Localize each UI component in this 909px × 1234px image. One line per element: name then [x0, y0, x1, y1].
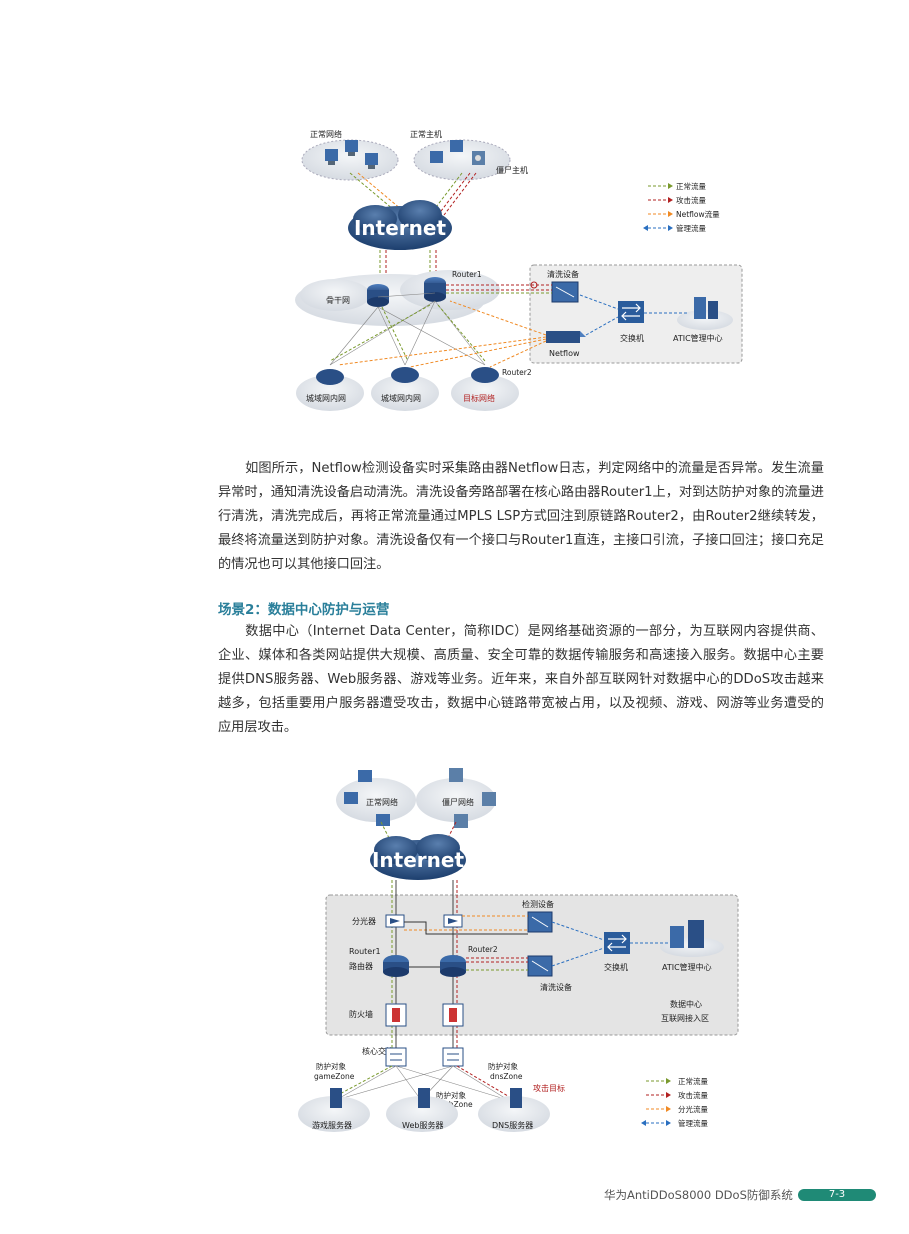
label-metro1: 城域网内网	[306, 393, 346, 403]
pc-icon	[450, 140, 463, 152]
section-title-scenario2: 场景2：数据中心防护与运营	[218, 602, 390, 618]
firewall-icon	[385, 1003, 407, 1027]
label-switch: 交换机	[620, 333, 644, 343]
label-normal-host: 正常主机	[410, 129, 442, 139]
splitter-icon	[443, 914, 463, 928]
metro-cloud-1	[296, 369, 364, 411]
dns-server-cloud	[478, 1088, 550, 1132]
label-protect-dns-2: dnsZone	[490, 1072, 523, 1081]
svg-text:管理流量: 管理流量	[676, 223, 706, 233]
router-icon	[367, 284, 389, 307]
internet-label: Internet	[354, 216, 446, 240]
label-core-switch: 核心交换机	[362, 1046, 402, 1056]
footer-product: 华为AntiDDoS8000 DDoS防御系统	[604, 1188, 793, 1202]
cloud-normal-host	[413, 139, 511, 181]
label-protect-game-1: 防护对象	[316, 1061, 346, 1071]
label-normal-network: 正常网络	[310, 129, 342, 139]
label-router1: Router1	[349, 947, 381, 956]
label-router1: Router1	[452, 270, 482, 279]
paragraph-idc: 数据中心（Internet Data Center，简称IDC）是网络基础资源的…	[218, 624, 824, 735]
label-dc-line1: 数据中心	[670, 999, 702, 1009]
label-router2: Router2	[502, 368, 532, 377]
label-firewall: 防火墙	[349, 1009, 373, 1019]
label-attack-target: 攻击目标	[533, 1083, 565, 1093]
page-number-badge: 7-3	[798, 1189, 876, 1201]
pc-icon	[325, 149, 338, 165]
label-dns-server: DNS服务器	[492, 1120, 533, 1130]
svg-text:正常流量: 正常流量	[678, 1076, 708, 1086]
label-switch: 交换机	[604, 962, 628, 972]
svg-text:攻击流量: 攻击流量	[676, 195, 706, 205]
server-icon	[660, 920, 724, 957]
detect-device-icon	[527, 911, 553, 933]
switch-icon	[618, 301, 644, 323]
switch-icon	[604, 932, 630, 954]
label-atic: ATIC管理中心	[673, 333, 723, 343]
backbone-cloud	[295, 270, 500, 326]
label-dc-line2: 互联网接入区	[661, 1013, 709, 1023]
paragraph-netflow: 如图所示，Netflow检测设备实时采集路由器Netflow日志，判定网络中的流…	[218, 461, 824, 572]
zombie-pc-icon	[472, 151, 485, 165]
svg-text:攻击流量: 攻击流量	[678, 1090, 708, 1100]
svg-text:分光流量: 分光流量	[678, 1104, 708, 1114]
label-protect-web-1: 防护对象	[436, 1090, 466, 1100]
label-protect-dns-1: 防护对象	[488, 1061, 518, 1071]
cloud-zombie-network	[416, 768, 496, 828]
core-switch-icon	[442, 1047, 464, 1067]
web-server-cloud	[386, 1088, 458, 1132]
cloud-normal-network	[336, 770, 416, 826]
metro-cloud-2	[371, 367, 439, 411]
svg-text:管理流量: 管理流量	[678, 1118, 708, 1128]
label-router: 路由器	[349, 961, 373, 971]
label-cleaning-device: 清洗设备	[540, 982, 572, 992]
core-switch-icon	[385, 1047, 407, 1067]
label-web-server: Web服务器	[402, 1120, 443, 1130]
router2-icon	[440, 955, 466, 977]
label-zombie-network: 僵尸网络	[442, 797, 474, 807]
internet-label: Internet	[372, 848, 464, 872]
cleaning-device-icon	[551, 281, 579, 303]
legend-diagram2: 正常流量 攻击流量 分光流量 管理流量	[641, 1076, 708, 1128]
diagram-idc-scenario: 正常网络 僵尸网络 Internet 检测设备 分光器 Router1 Rout…	[296, 762, 746, 1140]
pc-icon	[345, 140, 358, 156]
label-zombie-host: 僵尸主机	[496, 165, 528, 175]
cleaning-device-icon	[527, 955, 553, 977]
svg-text:Netflow流量: Netflow流量	[676, 209, 720, 219]
label-protect-game-2: gameZone	[314, 1072, 355, 1081]
diagram-netflow-scenario: 正常网络 正常主机 僵尸主机 Internet 骨干网 Router1	[290, 125, 750, 415]
label-game-server: 游戏服务器	[312, 1120, 352, 1130]
label-atic: ATIC管理中心	[662, 962, 712, 972]
internet-cloud: Internet	[370, 834, 466, 880]
game-server-cloud	[298, 1088, 370, 1132]
router1-icon	[424, 277, 446, 302]
label-splitter: 分光器	[352, 916, 376, 926]
internet-cloud: Internet	[348, 200, 452, 250]
label-netflow: Netflow	[549, 349, 580, 358]
label-target: 目标网络	[463, 393, 495, 403]
label-cleaning-device: 清洗设备	[547, 269, 579, 279]
svg-text:正常流量: 正常流量	[676, 181, 706, 191]
pc-icon	[430, 151, 443, 163]
label-router2: Router2	[468, 945, 498, 954]
label-protect-web-2: webZone	[438, 1100, 473, 1109]
netflow-icon	[546, 331, 586, 343]
label-detect-device: 检测设备	[522, 899, 554, 909]
label-metro2: 城域网内网	[381, 393, 421, 403]
label-normal-network: 正常网络	[366, 797, 398, 807]
router1-icon	[383, 955, 409, 977]
label-backbone: 骨干网	[326, 296, 350, 305]
legend-diagram1: 正常流量 攻击流量 Netflow流量 管理流量	[643, 181, 720, 233]
splitter-icon	[385, 914, 405, 928]
server-icon	[677, 297, 733, 330]
target-cloud	[451, 367, 519, 411]
firewall-icon	[442, 1003, 464, 1027]
pc-icon	[365, 153, 378, 169]
block-icon	[530, 281, 538, 289]
